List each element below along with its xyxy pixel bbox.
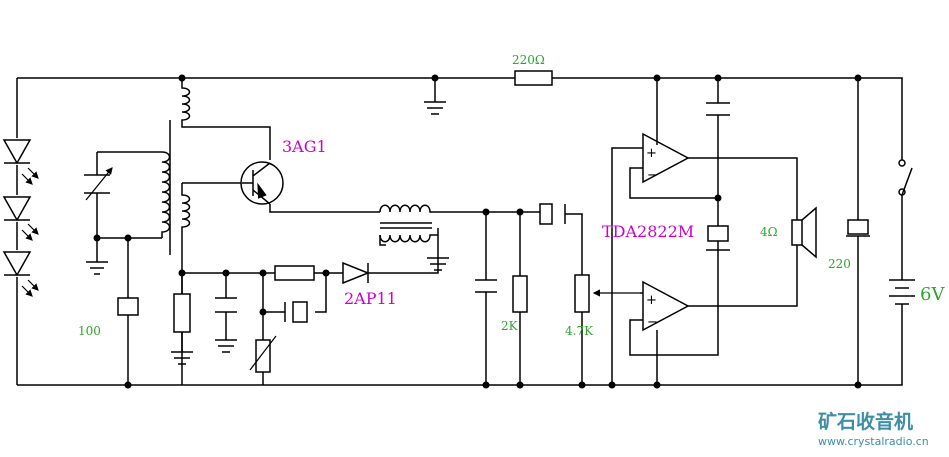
ic-label: TDA2822M bbox=[602, 222, 694, 241]
ground-top bbox=[424, 78, 446, 115]
led-1 bbox=[2, 139, 39, 185]
capacitor-100 bbox=[117, 297, 139, 316]
resistor-220-label: 220Ω bbox=[512, 53, 545, 67]
battery-label: 6V bbox=[920, 284, 945, 305]
power-switch bbox=[898, 159, 913, 280]
capacitor-220 bbox=[846, 78, 870, 385]
detector-network bbox=[171, 228, 439, 385]
tuning-circuit bbox=[84, 120, 171, 385]
speaker-4ohm bbox=[791, 206, 817, 259]
audio-input-network bbox=[475, 203, 640, 385]
diode-2ap11 bbox=[336, 261, 371, 285]
capacitor-coupling bbox=[284, 301, 308, 323]
led-2 bbox=[2, 196, 39, 241]
resistor-2k-label: 2K bbox=[501, 319, 519, 333]
resistor-bias bbox=[173, 293, 191, 333]
watermark-logo: 矿石收音机 bbox=[818, 410, 913, 433]
battery-6v bbox=[889, 279, 915, 310]
svg-text:+: + bbox=[646, 293, 657, 308]
diode-label: 2AP11 bbox=[344, 289, 397, 308]
svg-text:−: − bbox=[647, 168, 658, 183]
svg-text:+: + bbox=[646, 146, 657, 161]
junction-dots bbox=[93, 74, 862, 389]
pot-label: 4.7K bbox=[565, 324, 594, 338]
bottom-rail bbox=[17, 310, 903, 386]
thermistor bbox=[249, 335, 277, 373]
transistor-3ag1 bbox=[240, 161, 380, 213]
rf-choke bbox=[379, 204, 486, 271]
led-string bbox=[2, 78, 39, 385]
svg-text:−: − bbox=[647, 315, 658, 330]
capacitor-100-label: 100 bbox=[78, 324, 101, 338]
speaker-label: 4Ω bbox=[760, 225, 778, 239]
resistor-detector-load bbox=[274, 265, 315, 281]
led-3 bbox=[2, 251, 39, 297]
capacitor-220-label: 220 bbox=[828, 257, 851, 271]
transistor-label: 3AG1 bbox=[282, 137, 327, 156]
oscillator-coils bbox=[181, 78, 271, 385]
top-rail bbox=[17, 77, 903, 160]
amplifier-tda2822m: + − + − bbox=[611, 78, 798, 385]
resistor-220ohm bbox=[514, 70, 553, 86]
watermark-url: www.crystalradio.cn bbox=[818, 435, 929, 448]
